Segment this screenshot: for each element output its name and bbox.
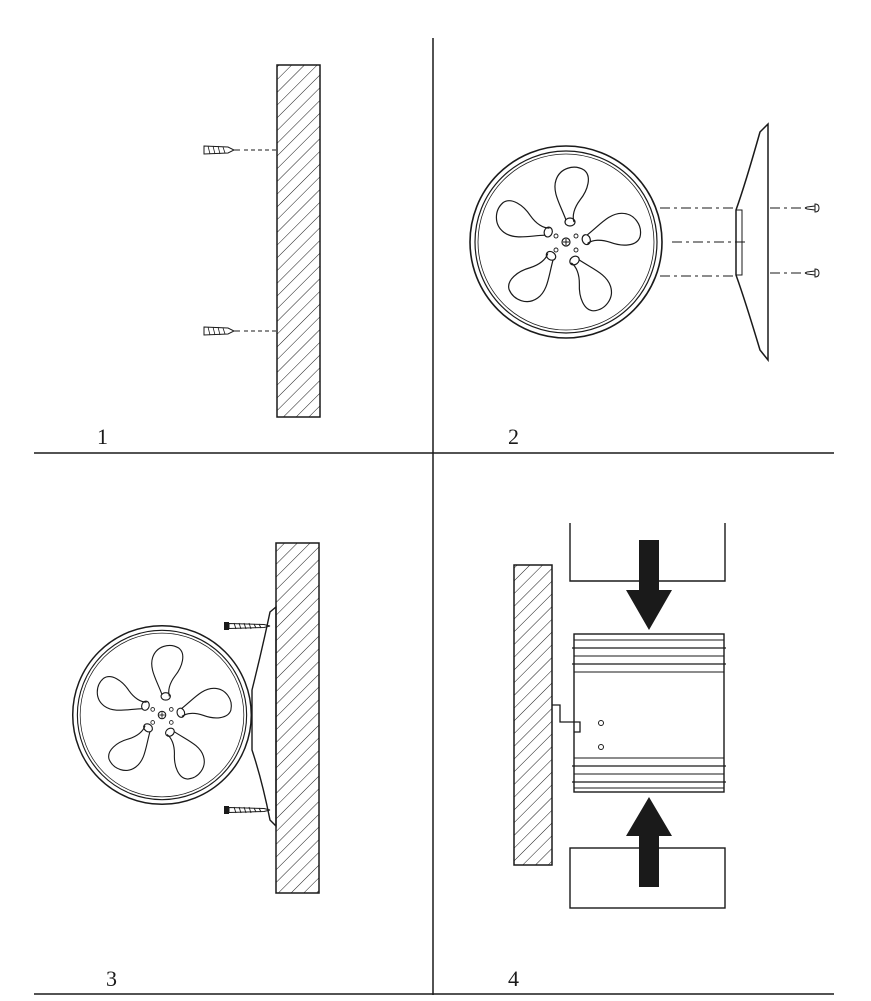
panel-2-screw-bracket (469, 122, 820, 363)
wall-anchor-icon (203, 326, 241, 336)
wall-section (276, 64, 321, 418)
panel-1-drill-wall (203, 64, 321, 418)
fan-housing (572, 633, 726, 793)
wall-anchor-icon (203, 145, 241, 155)
screw-icon (223, 621, 271, 631)
fan-wheel-icon (469, 145, 663, 339)
wall-section (275, 542, 320, 894)
panel-4-attach-duct (513, 523, 726, 909)
mounting-bracket (552, 704, 581, 733)
panel-3-mount-fan (71, 542, 320, 894)
arrow-up-icon (626, 797, 672, 887)
step-number-4: 4 (508, 966, 519, 991)
screw-icon (804, 268, 820, 278)
step-number-1: 1 (97, 424, 108, 449)
screw-icon (804, 203, 820, 213)
fan-wheel-icon (71, 624, 253, 806)
screw-icon (223, 805, 271, 815)
wall-section (513, 564, 553, 866)
step-number-2: 2 (508, 424, 519, 449)
mounting-bracket (251, 605, 277, 828)
step-number-3: 3 (106, 966, 117, 991)
arrow-down-icon (626, 540, 672, 630)
